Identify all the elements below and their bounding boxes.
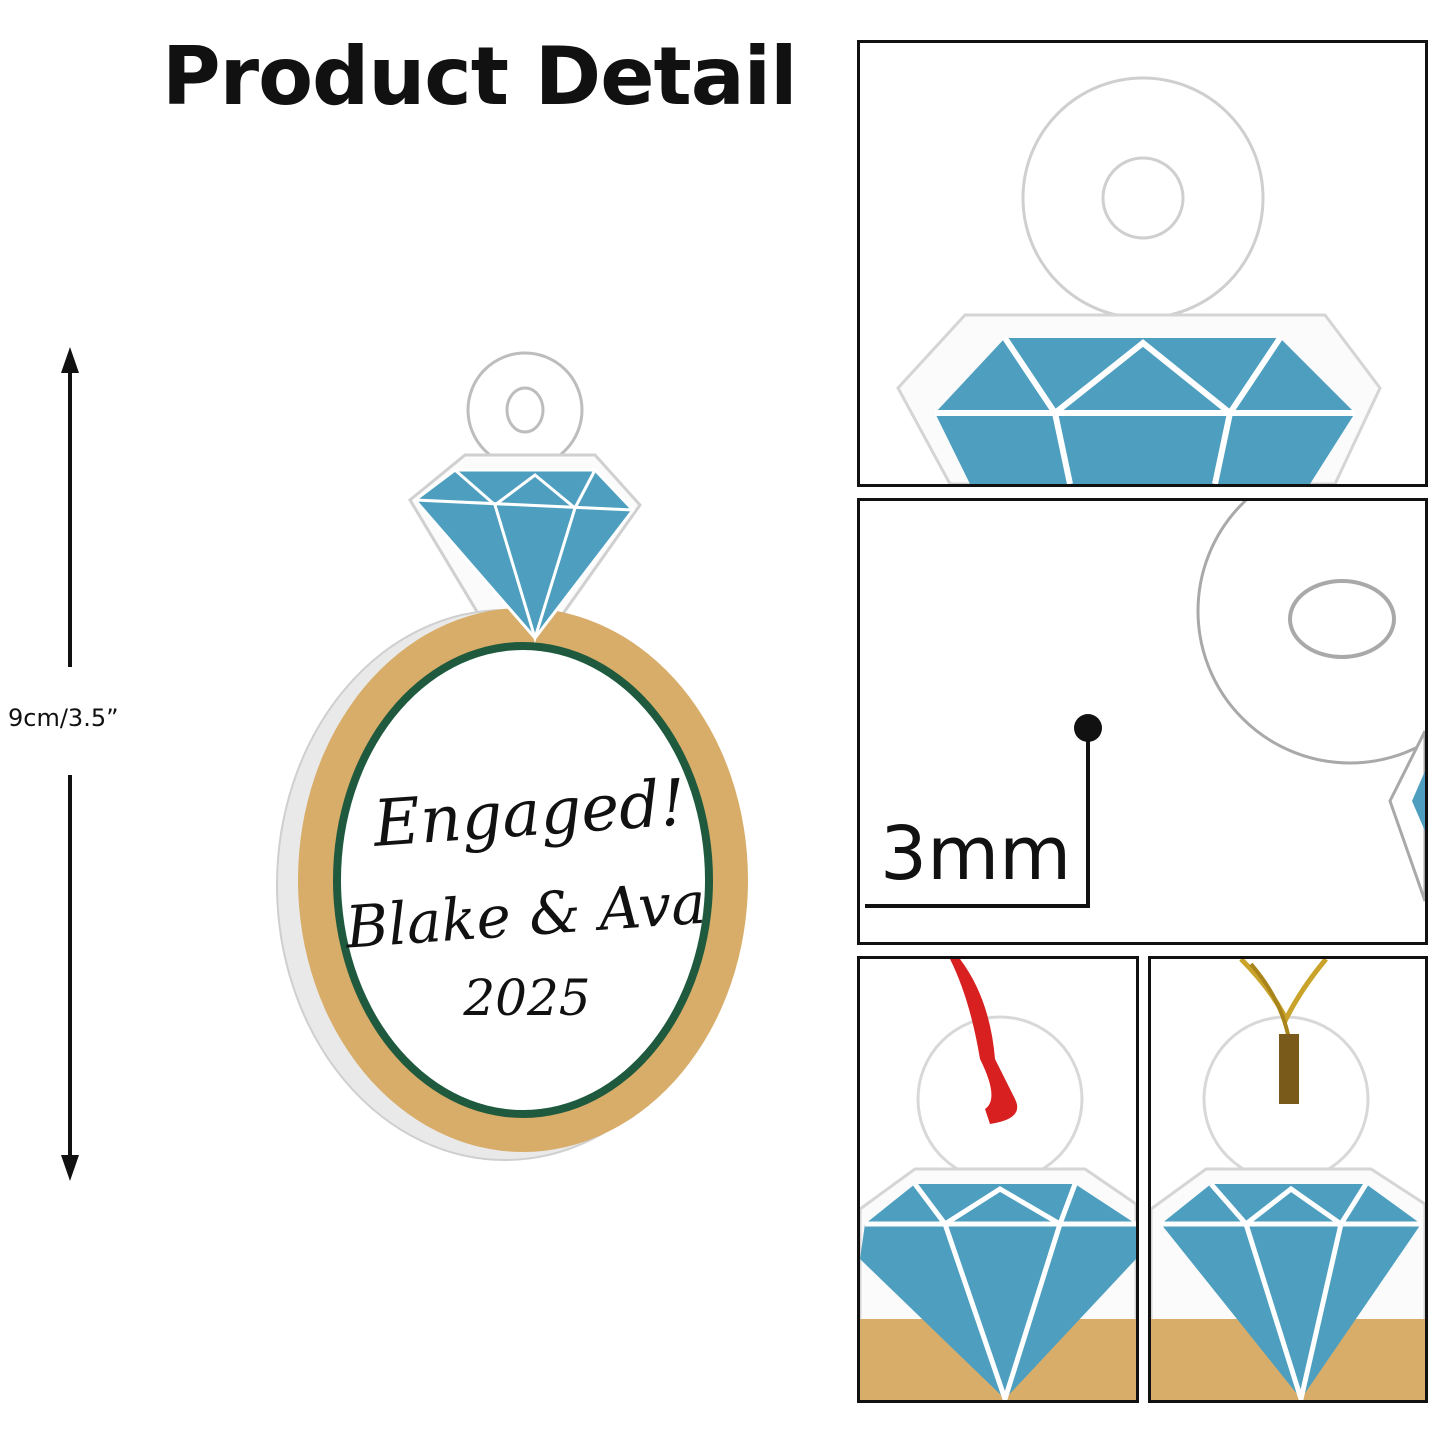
thickness-label: 3mm — [880, 811, 1072, 897]
detail-panel-cord — [1148, 956, 1428, 1403]
diamond-icon — [412, 468, 635, 644]
dimension-label: 9cm/3.5” — [8, 704, 119, 732]
ornament-product: Engaged! Blake & Ava 2025 — [276, 351, 748, 1161]
detail-panel-loop — [857, 40, 1428, 487]
double-arrow-icon — [61, 347, 79, 1181]
gold-cord-icon — [1151, 959, 1425, 1400]
page-title: Product Detail — [162, 30, 798, 123]
detail-panel-ribbon — [857, 956, 1139, 1403]
ribbon-icon — [860, 959, 1136, 1400]
detail-panel-thickness: 3mm — [857, 498, 1428, 945]
ornament-line-3: 2025 — [462, 969, 590, 1027]
